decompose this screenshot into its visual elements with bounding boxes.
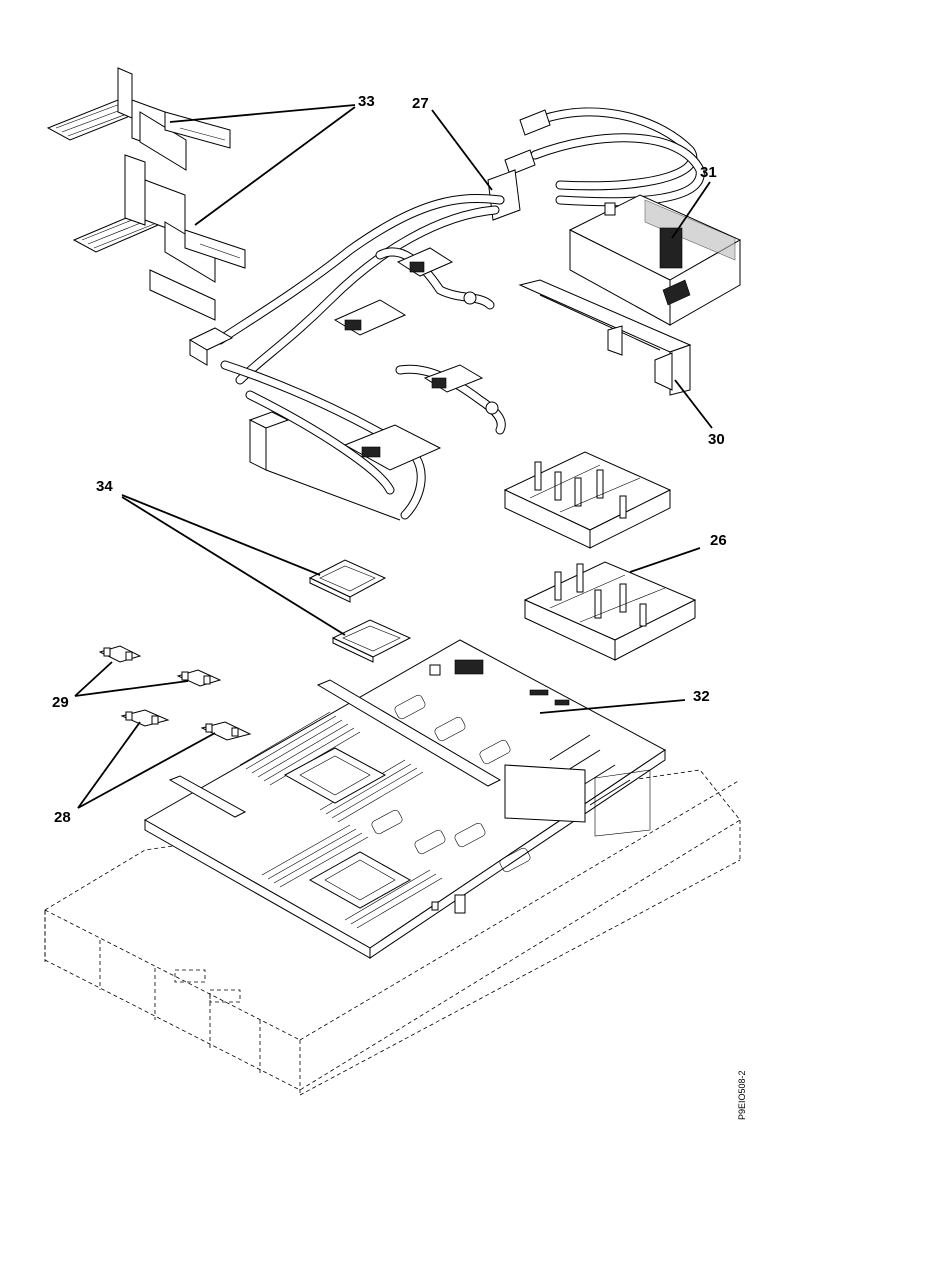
callout-26: 26 — [710, 532, 727, 549]
support-bracket-lower — [74, 155, 245, 320]
leader-30 — [675, 380, 712, 428]
leader-27 — [432, 110, 492, 190]
clip-29b — [178, 670, 220, 686]
leader-34a — [122, 495, 320, 575]
system-backplane — [145, 640, 665, 958]
processor-module-b — [333, 620, 410, 662]
callout-32: 32 — [693, 688, 710, 705]
leader-29b — [75, 681, 188, 696]
leader-28a — [78, 722, 140, 808]
leader-33b — [195, 107, 355, 225]
callout-34: 34 — [96, 478, 113, 495]
leader-29a — [75, 662, 112, 696]
callout-29: 29 — [52, 694, 69, 711]
callout-31: 31 — [700, 164, 717, 181]
leader-26 — [630, 548, 700, 572]
leader-33a — [170, 105, 355, 122]
callout-28: 28 — [54, 809, 71, 826]
processor-module-a — [310, 560, 385, 602]
coolant-hose-assembly — [488, 110, 700, 220]
clip-28b — [202, 722, 250, 740]
callout-30: 30 — [708, 431, 725, 448]
processor-carrier-upper — [505, 452, 670, 548]
clip-29a — [100, 646, 140, 662]
processor-carrier-lower — [525, 562, 695, 660]
figure-id: P9EIO508-2 — [737, 1070, 747, 1120]
clip-28a — [122, 710, 168, 726]
leader-34b — [122, 497, 345, 635]
cooling-manifold — [190, 198, 501, 520]
callout-27: 27 — [412, 95, 429, 112]
callout-33: 33 — [358, 93, 375, 110]
